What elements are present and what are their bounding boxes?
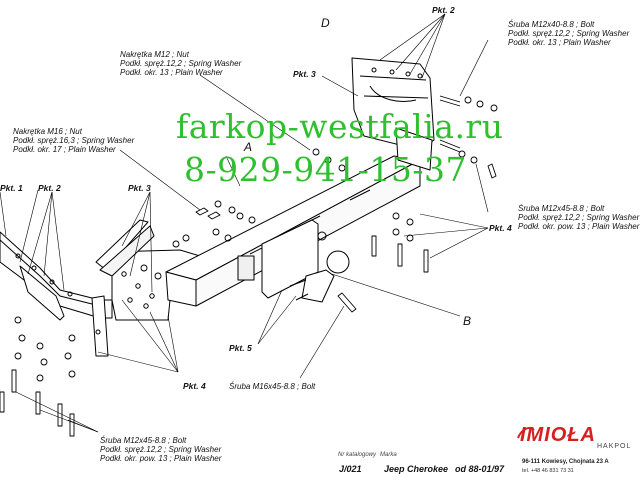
label-line: Podkł. okr. pow. 13 ; Plain Washer xyxy=(518,222,640,231)
label-line: Podkł. okr. pow. 13 ; Plain Washer xyxy=(100,454,222,463)
label-line: Podkł. spręż.12,2 ; Spring Washer xyxy=(120,59,242,68)
label-line: Nakrętka M16 ; Nut xyxy=(13,127,82,136)
label-bolt-m12x45-bottom: Śruba M12x45-8.8 ; Bolt Podkł. spręż.12,… xyxy=(100,436,221,463)
brand-phone: tel. +48 46 831 73 31 xyxy=(522,468,574,474)
label-bolt-m12x45-right: Śruba M12x45-8.8 ; Bolt Podkł. spręż.12,… xyxy=(518,204,640,231)
label-line: Podkł. okr. 17 ; Plain Washer xyxy=(13,145,116,154)
hardware-bolts xyxy=(0,95,498,437)
callout-pkt2-left: Pkt. 2 xyxy=(38,183,61,193)
label-bolt-m16x45: Śruba M16x45-8.8 ; Bolt xyxy=(229,382,316,391)
catalog-number-header: Nr katalogowy xyxy=(338,452,377,458)
label-line: Podkł. spręż.12,2 ; Spring Washer xyxy=(508,29,630,38)
callout-B: B xyxy=(463,314,472,328)
callout-pkt3-right: Pkt. 3 xyxy=(293,69,316,79)
callout-D: D xyxy=(321,16,330,30)
right-side-bracket xyxy=(351,57,435,171)
catalog-brand-header: Marka xyxy=(380,452,397,458)
label-line: Podkł. spręż.12,2 ; Spring Washer xyxy=(518,213,640,222)
callout-A: A xyxy=(244,140,253,154)
left-chassis-bracket xyxy=(0,231,113,357)
label-line: Podkł. spręż.16,3 ; Spring Washer xyxy=(13,136,135,145)
label-nut-m16: Nakrętka M16 ; Nut Podkł. spręż.16,3 ; S… xyxy=(13,127,134,154)
callout-pkt1: Pkt. 1 xyxy=(0,183,23,193)
catalog-year: od 88-01/97 xyxy=(455,464,505,474)
brand-address: 96-111 Kowiesy, Chojnata 23 A xyxy=(522,459,609,465)
watermark-phone: 8-929-941-15-37 xyxy=(184,150,468,189)
label-bolt-m12x40: Śruba M12x40-8.8 ; Bolt Podkł. spręż.12,… xyxy=(508,20,629,47)
label-line: Śruba M12x40-8.8 ; Bolt xyxy=(508,20,595,29)
label-line: Podkł. spręż.12,2 ; Spring Washer xyxy=(100,445,222,454)
callout-pkt2-right: Pkt. 2 xyxy=(432,5,455,15)
tow-ball-plate xyxy=(237,219,327,299)
tow-ball xyxy=(289,250,350,303)
catalog-number: J/021 xyxy=(339,464,362,474)
brand-logo: IMIOŁA xyxy=(520,424,596,446)
label-line: Śruba M12x45-8.8 ; Bolt xyxy=(518,204,605,213)
label-line: Nakrętka M12 ; Nut xyxy=(120,50,189,59)
brand-sub: HAKPOL xyxy=(597,443,632,450)
callout-pkt3-left: Pkt. 3 xyxy=(128,183,151,193)
callout-pkt4-right: Pkt. 4 xyxy=(489,223,512,233)
label-line: Podkł. okr. 13 ; Plain Washer xyxy=(508,38,611,47)
leader-lines xyxy=(0,13,489,433)
catalog-brand: Jeep Cherokee xyxy=(384,464,449,474)
callout-pkt4-bottom: Pkt. 4 xyxy=(183,381,206,391)
label-line: Podkł. okr. 13 ; Plain Washer xyxy=(120,68,223,77)
logo-swoosh-icon xyxy=(517,427,535,439)
label-line: Śruba M12x45-8.8 ; Bolt xyxy=(100,436,187,445)
watermark-site: farkop-westfalia.ru xyxy=(176,107,504,146)
left-side-bracket xyxy=(95,219,203,321)
callout-pkt5: Pkt. 5 xyxy=(229,343,252,353)
label-nut-m12: Nakrętka M12 ; Nut Podkł. spręż.12,2 ; S… xyxy=(120,50,241,77)
